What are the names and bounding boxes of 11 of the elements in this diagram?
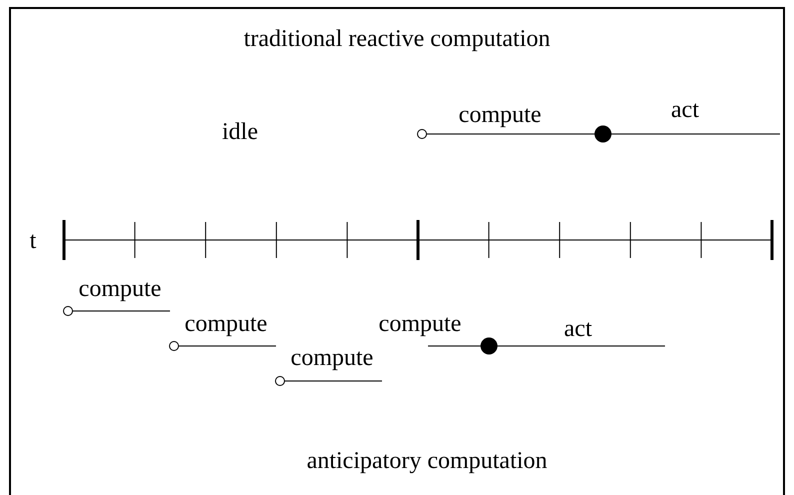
phase-label: compute [378, 310, 462, 338]
phase-label: act [564, 315, 592, 343]
heading: traditional reactive computation [244, 25, 550, 53]
phase-label: compute [290, 344, 374, 372]
state-label: idle [222, 118, 258, 146]
phase-label: compute [458, 101, 542, 129]
phase-label: compute [78, 275, 162, 303]
phase-label: compute [184, 310, 268, 338]
heading: anticipatory computation [306, 447, 548, 475]
axis-label: t [30, 227, 36, 255]
phase-label: act [671, 96, 699, 124]
